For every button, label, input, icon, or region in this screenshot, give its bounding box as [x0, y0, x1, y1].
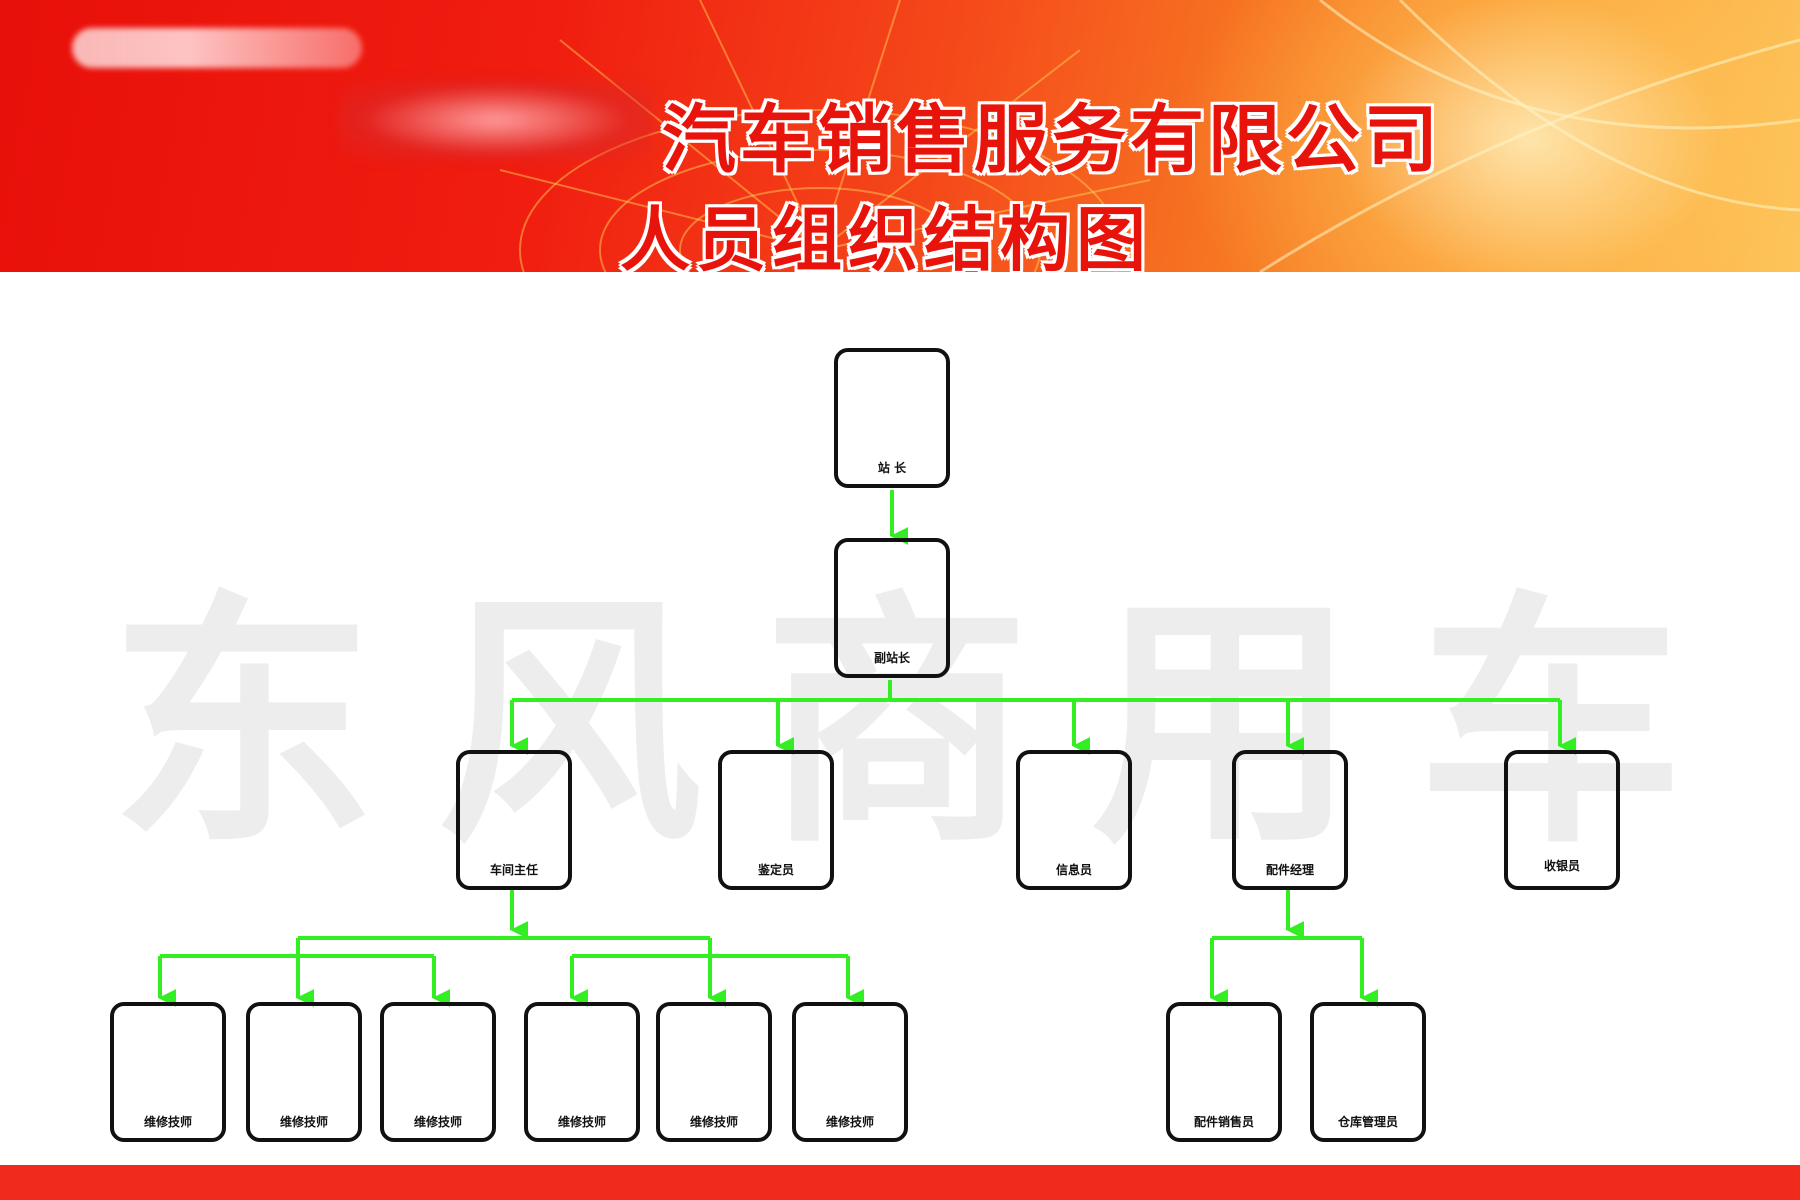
node-appraiser: 鉴定员: [718, 750, 834, 890]
node-cashier: 收银员: [1504, 750, 1620, 890]
node-label: 维修技师: [825, 1115, 874, 1129]
node-info-clerk: 信息员: [1016, 750, 1132, 890]
node-technician: 维修技师: [110, 1002, 226, 1142]
header-banner: 汽车销售服务有限公司 人员组织结构图: [0, 0, 1800, 272]
node-label: 维修技师: [413, 1115, 462, 1129]
node-label: 配件销售员: [1193, 1115, 1254, 1129]
node-label: 鉴定员: [757, 863, 794, 877]
node-label: 副站长: [873, 651, 910, 665]
node-technician: 维修技师: [524, 1002, 640, 1142]
watermark-text: 东风商用车: [110, 571, 1745, 879]
node-station-manager: 站 长: [834, 348, 950, 488]
banner-glow: [1180, 0, 1800, 272]
company-name: 汽车销售服务有限公司: [662, 97, 1442, 183]
node-warehouse-keeper: 仓库管理员: [1310, 1002, 1426, 1142]
node-label: 维修技师: [689, 1115, 738, 1129]
node-technician: 维修技师: [792, 1002, 908, 1142]
node-deputy-manager: 副站长: [834, 538, 950, 678]
node-technician: 维修技师: [380, 1002, 496, 1142]
company-name-blurred: [338, 80, 653, 160]
node-label: 维修技师: [279, 1115, 328, 1129]
node-workshop-director: 车间主任: [456, 750, 572, 890]
node-label: 信息员: [1055, 863, 1092, 877]
footer-bar: [0, 1165, 1800, 1200]
node-technician: 维修技师: [656, 1002, 772, 1142]
node-parts-sales: 配件销售员: [1166, 1002, 1282, 1142]
banner-web-pattern: [499, 0, 1800, 272]
node-technician: 维修技师: [246, 1002, 362, 1142]
node-label: 站 长: [877, 461, 907, 475]
node-label: 仓库管理员: [1337, 1115, 1398, 1129]
page-title: 人员组织结构图: [620, 199, 1152, 272]
node-label: 车间主任: [489, 863, 538, 877]
node-parts-manager: 配件经理: [1232, 750, 1348, 890]
logo-blurred: [72, 28, 362, 68]
node-label: 维修技师: [143, 1115, 192, 1129]
node-label: 维修技师: [557, 1115, 606, 1129]
node-label: 配件经理: [1265, 863, 1314, 877]
node-label: 收银员: [1543, 859, 1580, 873]
